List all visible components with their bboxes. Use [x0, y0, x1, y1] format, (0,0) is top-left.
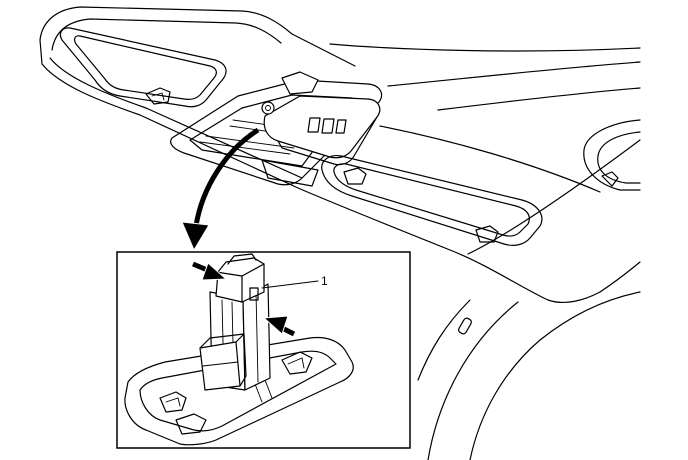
headliner-left-edge	[39, 39, 43, 65]
far-right-recess-clip	[601, 171, 619, 187]
headliner-front-edge-outer	[39, 6, 356, 67]
right-sunvisor-clip-right	[475, 225, 499, 243]
removal-arrow-head	[181, 221, 210, 252]
headliner-side-edge-lower	[599, 261, 641, 293]
switch-housing-groove-3	[255, 291, 259, 383]
console-base-tray-outer	[124, 336, 354, 446]
headliner-pillar-trim-outer	[427, 301, 519, 460]
locking-arrow-right-head	[262, 315, 289, 335]
headliner-lower-edge-outer	[41, 63, 601, 304]
left-sunvisor-clip-detail	[151, 92, 165, 101]
console-opening-bracket	[261, 159, 319, 187]
headliner-pillar-trim-far	[417, 299, 471, 381]
console-fastener-center	[265, 105, 271, 111]
console-base-clip-right-detail	[287, 357, 305, 369]
console-cover-window-3	[335, 119, 347, 134]
right-sunvisor-recess	[321, 125, 601, 246]
headliner-side-edge-upper	[467, 139, 641, 255]
console-base-clip-left-detail	[165, 397, 181, 407]
switch-top-tab	[227, 253, 257, 265]
removal-arrow-shaft	[193, 127, 260, 227]
left-sunvisor-recess	[59, 27, 227, 108]
console-opening-frame-outer	[170, 79, 383, 186]
switch-button-block-side	[239, 333, 247, 387]
console-base-clip-front	[175, 413, 207, 435]
far-right-recess-outer	[583, 119, 641, 191]
removal-arrow	[181, 127, 260, 252]
far-right-recess	[583, 119, 641, 191]
detail-inset: 1	[116, 251, 411, 449]
locking-arrow-left-head	[201, 262, 228, 281]
console-cover-panel	[263, 95, 381, 159]
console-base-tray-inner	[139, 350, 337, 432]
right-sunvisor-clip-left	[343, 167, 367, 185]
console-opening-slot-1	[199, 141, 291, 155]
console-opening-clip-top	[281, 71, 319, 95]
left-sunvisor-recess-outer	[59, 27, 227, 108]
left-sunvisor-clip	[145, 87, 171, 105]
console-cover-window-2	[321, 118, 335, 134]
headliner-lower-edge-inner	[49, 57, 303, 179]
callout-leader-line	[261, 280, 319, 289]
console-cover-window-1	[307, 117, 321, 133]
console-opening-slot-2	[205, 135, 295, 149]
headliner-slot	[458, 317, 472, 335]
headliner-roof-line-lower	[437, 87, 641, 111]
switch-button-divider	[202, 361, 239, 367]
headliner-pillar-trim-inner	[469, 291, 641, 460]
console-fastener	[261, 101, 275, 115]
overhead-console-opening	[170, 71, 383, 187]
right-sunvisor-recess-outer	[321, 155, 543, 246]
headliner	[39, 6, 641, 460]
switch-top-block	[215, 257, 265, 303]
left-sunvisor-recess-inner	[74, 35, 217, 100]
console-base-clip-left	[159, 391, 187, 413]
headliner-roof-line-upper	[329, 43, 641, 52]
switch-release-tab	[249, 287, 259, 301]
headliner-ridge-line	[379, 125, 601, 193]
switch-button-block-top	[199, 333, 245, 349]
right-sunvisor-recess-inner	[333, 163, 530, 237]
callout-label-1: 1	[321, 274, 328, 288]
headliner-roof-line-middle	[387, 61, 641, 87]
headliner-front-edge-inner	[51, 18, 282, 51]
console-base-clip-right	[281, 351, 313, 375]
